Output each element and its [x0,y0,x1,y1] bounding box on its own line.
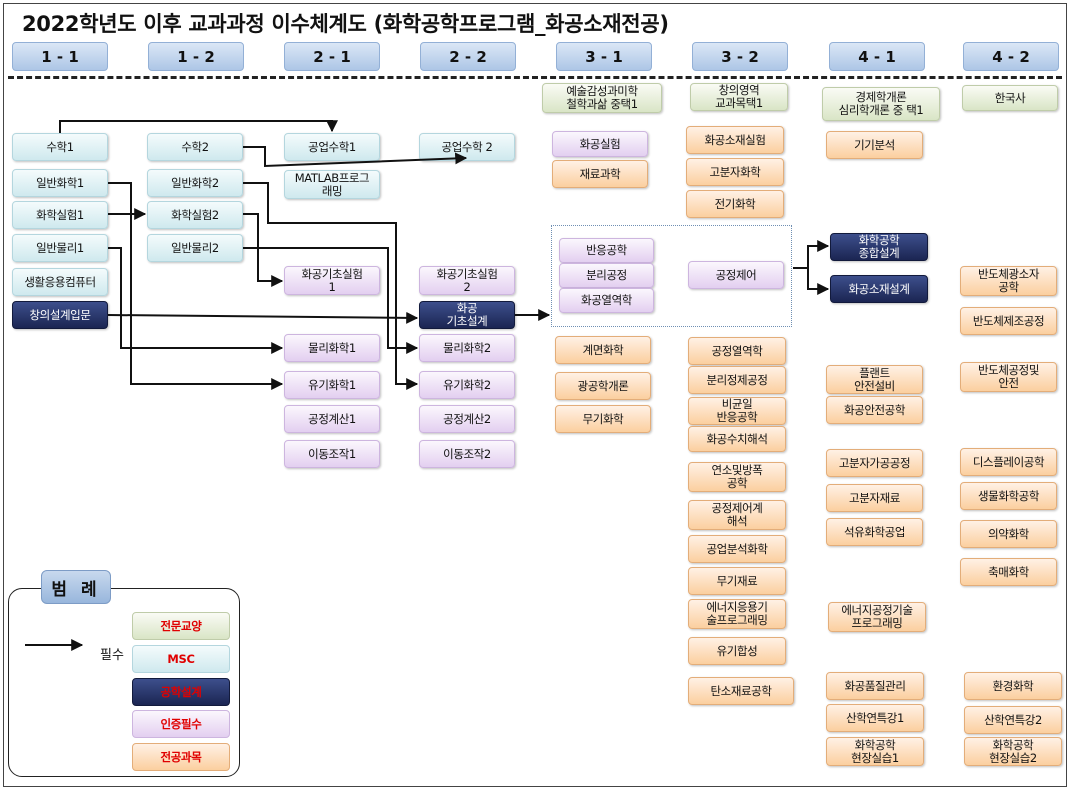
course-box: 화공열역학 [559,288,654,313]
course-box: 공정제어계 해석 [688,500,786,530]
course-box: 일반화학2 [147,169,243,197]
course-box: 화공소재설계 [830,275,928,303]
course-box: 유기화학2 [419,371,515,399]
course-box: 반도체광소자 공학 [960,266,1057,296]
course-box: 반도체공정및 안전 [960,362,1057,392]
semester-header-2-1: 2 - 1 [284,42,380,71]
course-box: 광공학개론 [555,372,651,400]
course-box: 무기재료 [688,567,786,595]
semester-header-1-2: 1 - 2 [148,42,244,71]
course-box: 공업수학1 [284,133,380,161]
legend-title: 범 례 [41,570,111,604]
course-box: 물리화학2 [419,334,515,362]
course-box: 공정계산1 [284,405,380,433]
course-box: 비균일 반응공학 [688,397,786,425]
course-box: 축매화학 [960,558,1057,586]
elective-3-2: 창의영역 교과목택1 [690,83,788,111]
course-box: 수학1 [12,133,108,161]
course-box: 의약화학 [960,520,1057,548]
course-box: 유기합성 [688,637,786,665]
course-box: 화공안전공학 [826,396,923,424]
course-box: 일반물리2 [147,234,243,262]
course-box: 에너지공정기술 프로그래밍 [828,602,926,632]
course-box: 화학실험2 [147,201,243,229]
course-box: 반도체제조공정 [960,307,1057,335]
course-box: 디스플레이공학 [960,448,1057,476]
course-box: 산학연특강2 [964,706,1062,734]
course-box: 산학연특강1 [826,704,924,732]
page-title: 2022학년도 이후 교과과정 이수체계도 (화학공학프로그램_화공소재전공) [22,12,669,36]
course-box: 환경화학 [964,672,1062,700]
course-box: 화학공학 현장실습1 [826,737,924,766]
course-box: 공정제어 [688,261,784,289]
course-box: 화학공학 종합설계 [830,233,928,261]
course-box: 화학공학 현장실습2 [964,737,1062,766]
legend-item-general: 전문교양 [132,612,230,640]
course-box: 무기화학 [555,405,651,433]
elective-4-2: 한국사 [962,85,1058,111]
semester-header-3-1: 3 - 1 [556,42,652,71]
course-box: 창의설계입문 [12,301,108,329]
legend-required-label: 필수 [100,648,124,663]
legend-item-design: 공학설계 [132,678,230,706]
course-box: 고분자재료 [826,484,923,512]
design-group-outline [551,225,792,327]
elective-4-1: 경제학개론 심리학개론 중 택1 [822,87,940,121]
course-box: 화학실험1 [12,201,108,229]
course-box: 생활응용컴퓨터 [12,268,108,296]
course-box: 기기분석 [826,131,923,159]
course-box: 반응공학 [559,238,654,263]
course-box: 화공 기초설계 [419,301,515,329]
course-box: 일반화학1 [12,169,108,197]
course-box: 화공소재실험 [686,126,784,154]
semester-header-4-1: 4 - 1 [829,42,925,71]
course-box: 이동조작2 [419,440,515,468]
course-box: 재료과학 [552,160,648,188]
course-box: MATLAB프로그 래밍 [284,170,380,199]
course-box: 탄소재료공학 [688,677,794,705]
course-box: 분리정제공정 [688,366,786,394]
semester-header-4-2: 4 - 2 [963,42,1059,71]
legend-item-cert: 인증필수 [132,710,230,738]
course-box: 플랜트 안전설비 [826,365,923,394]
course-box: 공정열역학 [688,337,786,365]
course-box: 화공실험 [552,131,648,157]
course-box: 공정계산2 [419,405,515,433]
course-box: 연소및방폭 공학 [688,462,786,492]
course-box: 물리화학1 [284,334,380,362]
course-box: 이동조작1 [284,440,380,468]
course-box: 에너지응용기 술프로그래밍 [688,599,786,629]
semester-header-2-2: 2 - 2 [420,42,516,71]
course-box: 공업수학 2 [419,133,515,161]
legend-item-msc: MSC [132,645,230,673]
semester-header-3-2: 3 - 2 [692,42,788,71]
course-box: 분리공정 [559,263,654,288]
course-box: 석유화학공업 [826,518,923,546]
course-box: 화공기초실험 2 [419,266,515,295]
legend-item-major: 전공과목 [132,743,230,771]
course-box: 화공기초실험 1 [284,266,380,295]
course-box: 생물화학공학 [960,482,1057,510]
legend-box [8,588,240,777]
elective-3-1: 예술감성과미학 철학과삶 중택1 [542,83,662,113]
header-separator [8,76,1062,79]
semester-header-1-1: 1 - 1 [12,42,108,71]
course-box: 고분자가공공정 [826,449,923,477]
course-box: 계면화학 [555,336,651,364]
course-box: 공업분석화학 [688,535,786,563]
course-box: 화공품질관리 [826,672,924,700]
course-box: 고분자화학 [686,158,784,186]
course-box: 전기화학 [686,190,784,218]
course-box: 화공수치해석 [688,426,786,452]
course-box: 일반물리1 [12,234,108,262]
course-box: 유기화학1 [284,371,380,399]
course-box: 수학2 [147,133,243,161]
